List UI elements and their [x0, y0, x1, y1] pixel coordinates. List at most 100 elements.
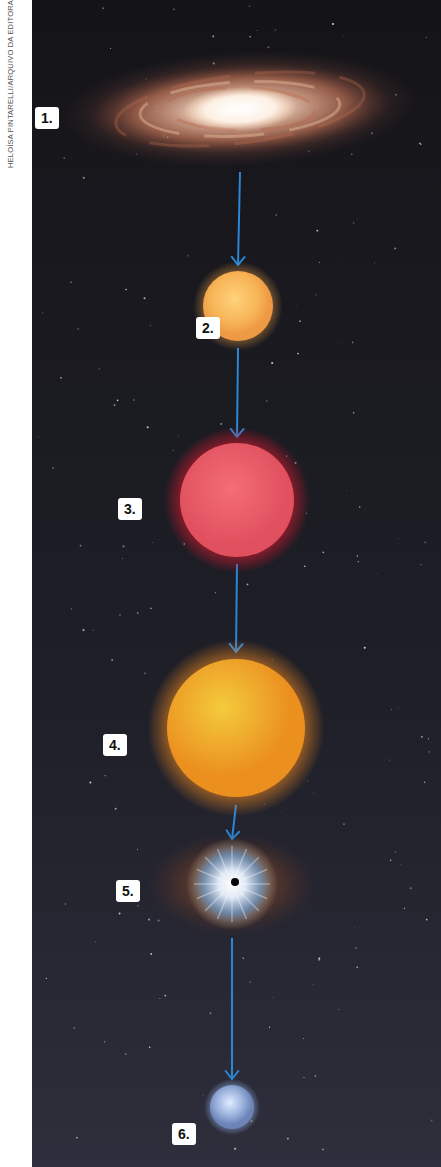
background-star [117, 399, 119, 401]
stage-illustration [116, 842, 286, 934]
background-star [158, 919, 160, 921]
background-star [52, 467, 53, 468]
background-star [212, 35, 214, 37]
stage-node: 5. [116, 842, 286, 934]
background-star [209, 1012, 211, 1014]
background-star [245, 1028, 247, 1030]
stage-illustration [103, 655, 308, 801]
background-star [353, 412, 355, 414]
background-star [287, 1138, 289, 1140]
arrow-shaft [236, 564, 237, 652]
background-star [137, 612, 139, 614]
stage-node: 4. [103, 655, 308, 801]
background-star [404, 908, 405, 909]
background-star [99, 368, 100, 369]
background-star [389, 759, 390, 760]
background-star [357, 218, 359, 220]
background-star [316, 230, 318, 232]
background-star [122, 545, 124, 547]
background-star [93, 630, 94, 631]
callout-number: 1. [35, 107, 59, 129]
background-star [173, 450, 174, 451]
background-star [42, 312, 43, 313]
background-star [322, 1149, 324, 1151]
background-star [341, 261, 343, 263]
stage-node: 6. [172, 1082, 262, 1148]
background-star [125, 289, 127, 291]
background-star [421, 736, 423, 738]
background-star [313, 792, 314, 793]
background-star [150, 302, 152, 304]
background-star [257, 30, 258, 31]
background-star [424, 782, 425, 783]
background-star [76, 1137, 78, 1139]
background-star [77, 328, 79, 330]
background-star [119, 614, 121, 616]
background-star [150, 953, 152, 955]
background-star [235, 828, 237, 830]
background-star [358, 561, 359, 562]
background-star [353, 926, 355, 928]
background-star [114, 404, 116, 406]
background-star [65, 903, 66, 904]
background-star [144, 672, 146, 674]
background-star [343, 35, 345, 37]
background-star [203, 1095, 204, 1096]
background-star [322, 551, 324, 553]
background-star [234, 1148, 236, 1150]
background-star [281, 810, 283, 812]
arrow-shaft [237, 348, 238, 437]
background-star [137, 905, 139, 907]
background-star [355, 947, 356, 948]
background-star [82, 629, 84, 631]
background-star [398, 706, 400, 708]
background-star [89, 782, 91, 784]
flow-arrow [231, 348, 244, 437]
background-star [148, 918, 150, 920]
background-star [249, 981, 251, 983]
background-star [357, 555, 358, 556]
background-star [266, 400, 267, 401]
background-star [272, 997, 273, 998]
arrow-shaft [231, 938, 233, 1079]
background-star [304, 565, 306, 567]
background-star [428, 751, 430, 753]
stage-node: 1. [32, 50, 420, 168]
flow-arrow [230, 564, 243, 652]
background-star [249, 36, 251, 38]
background-star [215, 592, 217, 594]
background-star [426, 37, 427, 38]
background-star [164, 995, 166, 997]
background-star [299, 320, 301, 322]
background-star [150, 325, 151, 326]
background-star [70, 281, 71, 282]
background-star [319, 262, 320, 263]
background-star [343, 823, 345, 825]
arrow-head [226, 1071, 239, 1079]
background-star [391, 709, 393, 711]
background-star [152, 542, 154, 544]
space-panel [32, 0, 441, 1167]
background-star [173, 8, 175, 10]
background-star [421, 564, 422, 565]
background-star [220, 423, 222, 425]
callout-number: 5. [116, 880, 140, 902]
background-star [374, 262, 376, 264]
background-star [318, 958, 320, 960]
background-star [187, 255, 189, 257]
background-star [297, 353, 299, 355]
background-star [424, 541, 426, 543]
stage-illustration [32, 50, 420, 168]
background-star [125, 1053, 127, 1055]
background-star [351, 153, 353, 155]
starfield [38, 5, 433, 1150]
background-star [74, 1027, 75, 1028]
background-star [431, 1120, 433, 1122]
background-star [242, 957, 244, 959]
background-star [356, 966, 358, 968]
background-star [38, 436, 39, 437]
background-star [364, 647, 366, 649]
background-star [275, 214, 277, 216]
